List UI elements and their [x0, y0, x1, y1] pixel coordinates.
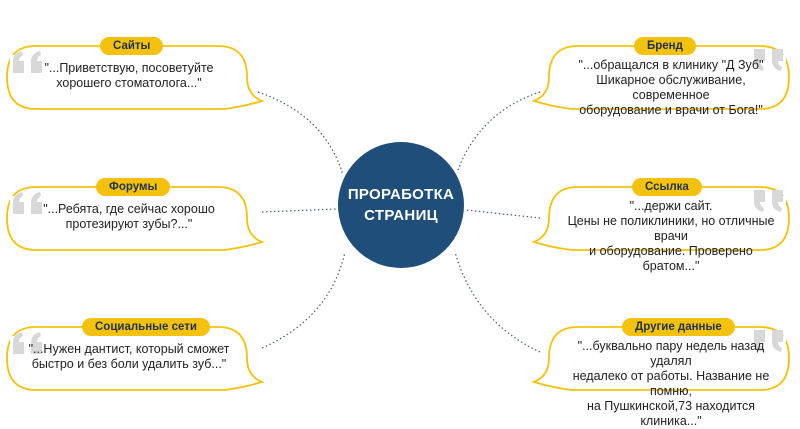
quote-mark-icon — [746, 330, 786, 358]
node-quote: "...Нужен дантист, который сможет быстро… — [28, 342, 230, 371]
node-quote: "...буквально пару недель назад удалял н… — [572, 339, 770, 428]
center-title-line-1: ПРОРАБОТКА — [347, 186, 455, 203]
quote-mark-icon — [10, 192, 50, 218]
speech-bubble-outline — [6, 45, 265, 110]
node-label: Ссылка — [632, 178, 702, 196]
node-quote: "...держи сайт. Цены не поликлиники, но … — [567, 199, 775, 273]
quote-mark-icon — [746, 190, 786, 218]
center-node: ПРОРАБОТКА СТРАНИЦ — [338, 142, 464, 268]
node-forums: Форумы "...Ребята, где сейчас хорошо про… — [6, 178, 265, 251]
node-label: Форумы — [96, 178, 171, 196]
connector-other — [454, 251, 541, 353]
connector-brand — [457, 91, 541, 171]
speech-bubble-outline — [6, 326, 265, 391]
node-quote: "...обращался в клинику "Д Зуб" Шикарное… — [578, 58, 764, 117]
speech-bubble-outline — [6, 186, 265, 251]
node-label: Социальные сети — [82, 318, 210, 336]
speech-bubble-outline — [531, 186, 790, 251]
connector-forums — [261, 208, 337, 213]
node-brand: Бренд "...обращался в клинику "Д Зуб" Ши… — [531, 37, 790, 117]
quote-mark-icon — [10, 51, 50, 77]
node-quote: "...Ребята, где сейчас хорошо протезирую… — [43, 202, 215, 231]
connector-sites — [257, 91, 344, 176]
node-sites: Сайты "...Приветствую, посоветуйте хорош… — [6, 37, 265, 110]
speech-bubble-outline — [531, 326, 790, 391]
quote-mark-icon — [746, 49, 786, 77]
quote-mark-icon — [10, 332, 50, 358]
node-label: Сайты — [100, 37, 164, 55]
connector-link — [465, 209, 541, 219]
node-link: Ссылка "...держи сайт. Цены не поликлини… — [531, 178, 790, 273]
node-label: Другие данные — [622, 318, 735, 336]
speech-bubble-outline — [531, 45, 790, 110]
center-title-line-2: СТРАНИЦ — [364, 207, 438, 224]
node-quote: "...Приветствую, посоветуйте хорошего ст… — [44, 61, 214, 90]
connector-social — [261, 251, 346, 349]
node-label: Бренд — [634, 37, 696, 55]
center-title: ПРОРАБОТКА СТРАНИЦ — [348, 184, 454, 226]
node-other-data: Другие данные "...буквально пару недель … — [531, 318, 790, 428]
node-social: Социальные сети "...Нужен дантист, котор… — [6, 318, 265, 391]
